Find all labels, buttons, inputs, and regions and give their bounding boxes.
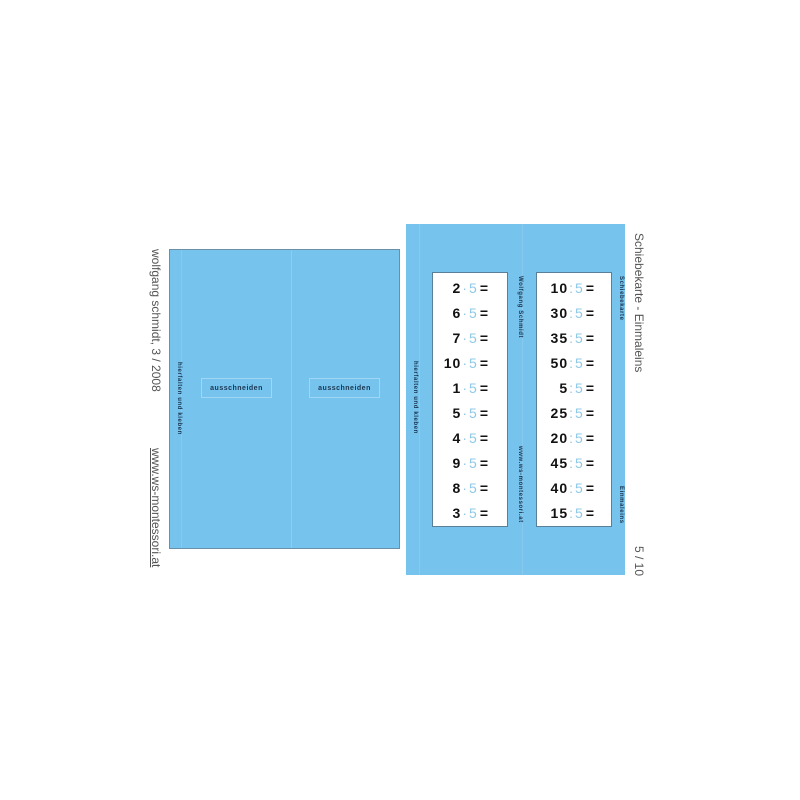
div-row: 5:5= [559,380,595,396]
title-label: Schiebekarte [618,276,624,321]
div-row: 40:5= [550,480,595,496]
worksheet-title: Schiebekarte - Einmaleins [632,233,646,373]
website-link[interactable]: www.ws-montessori.at [149,448,163,568]
mult-row: 1·5= [452,380,489,396]
cut-out-box: ausschneiden [201,378,272,398]
div-row: 35:5= [550,330,595,346]
left-card: hierfalten und kleben ausschneiden aussc… [169,249,400,549]
page-number: 5 / 10 [632,546,646,577]
glue-flap-line [419,224,420,575]
div-row: 50:5= [550,355,595,371]
mult-row: 8·5= [452,480,489,496]
mult-row: 5·5= [452,405,489,421]
topic-label: Einmaleins [618,486,624,524]
fold-line [522,224,523,575]
div-row: 20:5= [550,430,595,446]
fold-glue-label: hierfalten und kleben [176,362,182,435]
fold-glue-label: hierfalten und kleben [412,361,418,434]
mult-row: 9·5= [452,455,489,471]
mult-row: 7·5= [452,330,489,346]
right-card: hierfalten und kleben 2·5= 6·5= 7·5= 10·… [406,224,625,575]
div-row: 45:5= [550,455,595,471]
div-row: 30:5= [550,305,595,321]
author-label: Wolfgang Schmidt [517,276,523,339]
fold-line [291,250,292,548]
division-strip: 10:5= 30:5= 35:5= 50:5= 5:5= 25:5= 20:5=… [536,272,612,527]
mult-row: 10·5= [443,355,489,371]
mult-row: 4·5= [452,430,489,446]
mult-row: 2·5= [452,280,489,296]
website-label: www.ws-montessori.at [517,446,523,523]
multiplication-strip: 2·5= 6·5= 7·5= 10·5= 1·5= 5·5= 4·5= 9·5=… [432,272,508,527]
div-row: 25:5= [550,405,595,421]
cut-out-box: ausschneiden [309,378,380,398]
mult-row: 3·5= [452,505,489,521]
div-row: 15:5= [550,505,595,521]
glue-flap-line [181,250,182,548]
mult-row: 6·5= [452,305,489,321]
author-date-label: wolfgang schmidt, 3 / 2008 [149,249,163,392]
div-row: 10:5= [550,280,595,296]
